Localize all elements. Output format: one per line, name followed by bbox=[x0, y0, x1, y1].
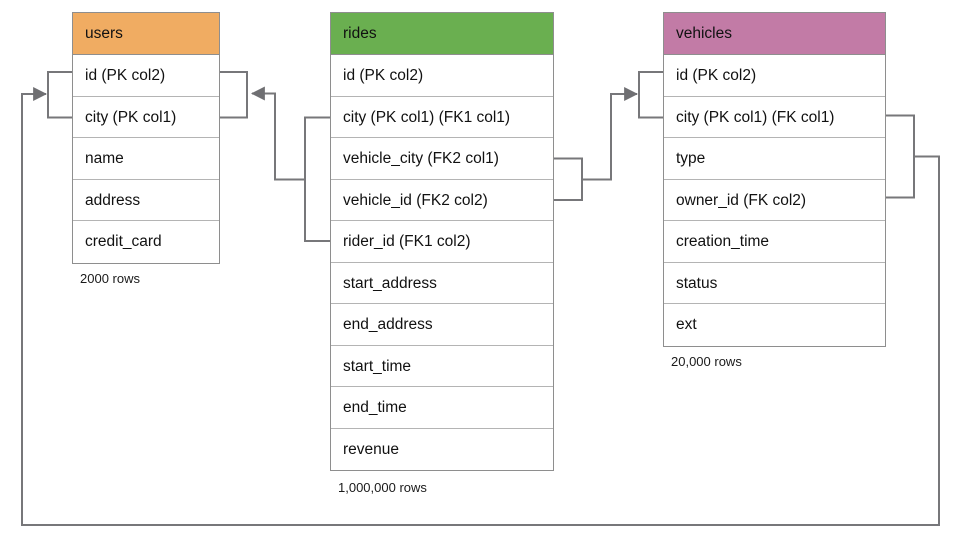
entity-rides-field-revenue[interactable]: revenue bbox=[331, 428, 553, 470]
entity-users-field-credit-card[interactable]: credit_card bbox=[73, 221, 219, 263]
edge-vehicles-to-users-bracket bbox=[886, 114, 915, 199]
entity-rides[interactable]: rides id (PK col2) city (PK col1) (FK1 c… bbox=[330, 12, 554, 471]
entity-rides-field-id[interactable]: id (PK col2) bbox=[331, 55, 553, 97]
edge-users-target-bracket bbox=[220, 71, 248, 119]
entity-rides-rowcount: 1,000,000 rows bbox=[338, 480, 427, 495]
entity-rides-field-rider-id[interactable]: rider_id (FK1 col2) bbox=[331, 221, 553, 263]
entity-vehicles-field-city[interactable]: city (PK col1) (FK col1) bbox=[664, 96, 885, 138]
entity-users-field-name[interactable]: name bbox=[73, 138, 219, 180]
entity-rides-field-city[interactable]: city (PK col1) (FK1 col1) bbox=[331, 96, 553, 138]
entity-vehicles-field-id[interactable]: id (PK col2) bbox=[664, 55, 885, 97]
entity-vehicles-field-status[interactable]: status bbox=[664, 262, 885, 304]
entity-vehicles-field-ext[interactable]: ext bbox=[664, 304, 885, 346]
entity-rides-field-end-address[interactable]: end_address bbox=[331, 304, 553, 346]
entity-rides-field-start-address[interactable]: start_address bbox=[331, 262, 553, 304]
edge-rides-to-users-stem bbox=[250, 86, 305, 181]
entity-rides-field-vehicle-city[interactable]: vehicle_city (FK2 col1) bbox=[331, 138, 553, 180]
entity-users-header: users bbox=[73, 13, 219, 55]
entity-vehicles-header: vehicles bbox=[664, 13, 885, 55]
entity-users[interactable]: users id (PK col2) city (PK col1) name a… bbox=[72, 12, 220, 264]
entity-vehicles-rowcount: 20,000 rows bbox=[671, 354, 742, 369]
edge-vehicles-target-bracket bbox=[638, 71, 663, 119]
entity-vehicles-field-creation-time[interactable]: creation_time bbox=[664, 221, 885, 263]
entity-vehicles-field-type[interactable]: type bbox=[664, 138, 885, 180]
edge-rides-to-vehicles-stem bbox=[582, 87, 639, 181]
edge-rides-to-users-bracket bbox=[304, 116, 330, 242]
entity-users-field-city[interactable]: city (PK col1) bbox=[73, 96, 219, 138]
entity-users-field-id[interactable]: id (PK col2) bbox=[73, 55, 219, 97]
entity-rides-field-end-time[interactable]: end_time bbox=[331, 387, 553, 429]
entity-rides-field-vehicle-id[interactable]: vehicle_id (FK2 col2) bbox=[331, 179, 553, 221]
edge-rides-to-vehicles-bracket bbox=[554, 157, 583, 201]
edge-users-left-bracket bbox=[47, 71, 72, 119]
entity-vehicles-field-owner-id[interactable]: owner_id (FK col2) bbox=[664, 179, 885, 221]
entity-rides-header: rides bbox=[331, 13, 553, 55]
entity-rides-field-start-time[interactable]: start_time bbox=[331, 345, 553, 387]
entity-users-field-address[interactable]: address bbox=[73, 179, 219, 221]
entity-vehicles[interactable]: vehicles id (PK col2) city (PK col1) (FK… bbox=[663, 12, 886, 347]
entity-users-rowcount: 2000 rows bbox=[80, 271, 140, 286]
